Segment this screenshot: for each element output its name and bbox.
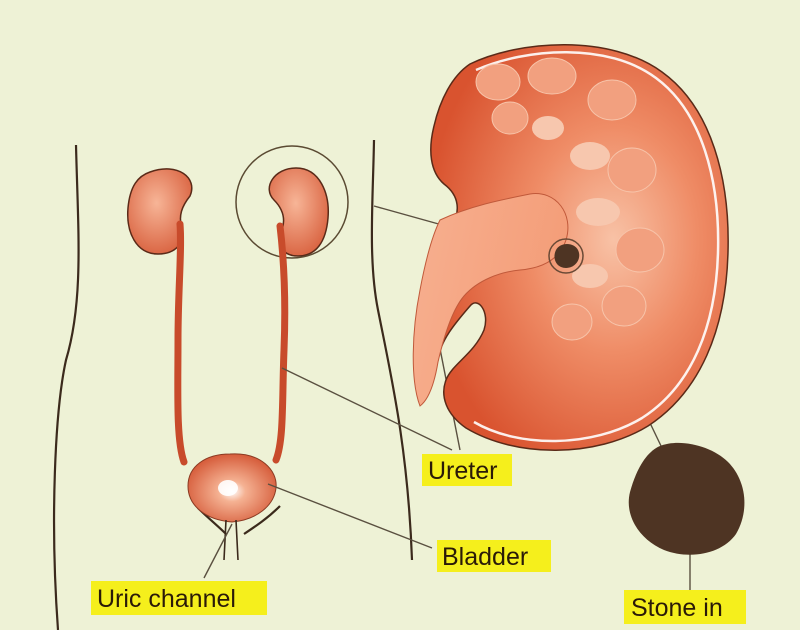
calyx-1 (532, 116, 564, 140)
kidney-stone-ring (548, 238, 584, 274)
right-kidney-shape (268, 167, 329, 257)
pyramid-8 (491, 101, 529, 135)
renal-calyces (532, 116, 620, 288)
ureter-label-box (422, 454, 512, 486)
pyramid-3 (587, 79, 637, 121)
pyramid-6 (601, 285, 647, 327)
stone-enlarged (628, 442, 745, 555)
calyx-2 (570, 142, 610, 170)
body-outline (52, 139, 414, 630)
stone-in-label-box (624, 590, 746, 624)
ureter-pointer-line-left (281, 367, 453, 451)
pelvis-curve-right (243, 505, 281, 535)
body-outline-right (370, 139, 414, 561)
renal-pyramids (475, 57, 665, 341)
pyramid-5 (615, 227, 665, 273)
large-kidney-capsule (473, 51, 720, 443)
urethra (223, 519, 239, 561)
bladder-label-box (437, 540, 551, 572)
right-ureter (272, 222, 289, 464)
bladder-pointer-line (267, 483, 433, 549)
pyramid-2 (527, 57, 577, 95)
left-ureter (174, 220, 188, 466)
calyx-3 (576, 198, 620, 226)
body-outline-left (52, 144, 80, 630)
stone-in-label: Stone in (631, 594, 723, 622)
pyramid-4 (607, 147, 657, 193)
bladder-highlight (218, 480, 238, 496)
magnifier-circle (235, 145, 349, 259)
uric-channel-label: Uric channel (97, 585, 236, 613)
kidney-stone-small (554, 244, 580, 268)
large-kidney-outer (425, 44, 729, 451)
calyx-4 (572, 264, 608, 288)
uric-channel-label-box (91, 581, 267, 615)
pyramid-7 (551, 303, 593, 341)
pyramid-1 (475, 63, 521, 101)
renal-pelvis (412, 193, 569, 407)
large-kidney (412, 44, 729, 451)
bladder-label: Bladder (442, 543, 528, 571)
ureter-label: Ureter (428, 457, 497, 485)
uric-channel-pointer-line (203, 523, 233, 579)
